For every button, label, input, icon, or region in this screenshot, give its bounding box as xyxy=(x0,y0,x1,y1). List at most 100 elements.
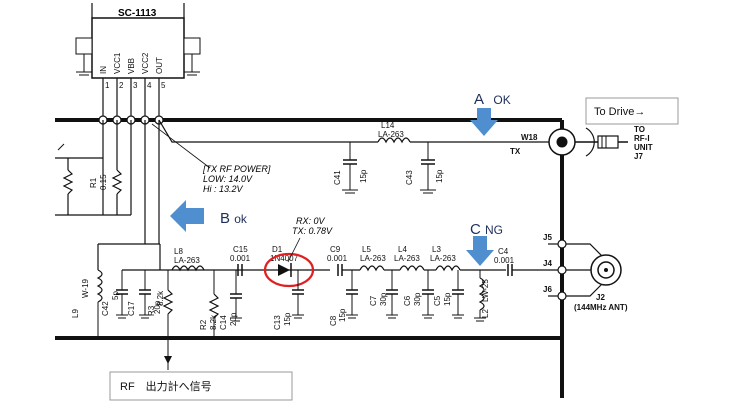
ic-pin-num-5: 5 xyxy=(161,81,166,90)
r1-value: 0.15 xyxy=(99,174,108,190)
tx-power-line2: LOW: 14.0V xyxy=(203,174,253,184)
annotation-b: B ok xyxy=(220,210,248,227)
inductor-l14 xyxy=(377,137,411,144)
shunt-cap-c5 xyxy=(452,270,464,315)
diode-note-rx: RX: 0V xyxy=(296,216,326,226)
ic-part-label: SC-1113 xyxy=(118,8,157,19)
j4-pad xyxy=(557,265,567,275)
j5-pad xyxy=(557,239,567,249)
annotation-b-letter: B xyxy=(220,210,230,227)
r3-label: R3 xyxy=(147,305,156,316)
c4-label: C4 xyxy=(498,247,509,256)
annotation-a-status: OK xyxy=(493,93,510,107)
j2-label: J2 xyxy=(596,293,605,302)
rf-meter-signal-box xyxy=(109,371,293,401)
c4-value: 0.001 xyxy=(494,256,515,265)
j4-label: J4 xyxy=(543,259,552,268)
c13-value: 15p xyxy=(283,312,292,326)
c9-label: C9 xyxy=(330,245,341,254)
shunt-cap-c7 xyxy=(386,270,398,315)
ic-right-tab xyxy=(183,37,201,55)
l5-value: LA-263 xyxy=(360,254,386,263)
diode-note-tx: TX: 0.78V xyxy=(292,226,333,236)
ic-pin-num-2: 2 xyxy=(119,81,124,90)
resistor-left xyxy=(62,169,74,195)
c9-value: 0.001 xyxy=(327,254,348,263)
c15-label: C15 xyxy=(233,245,248,254)
diode-highlight-circle xyxy=(263,252,315,288)
annotation-c: C NG xyxy=(470,221,503,238)
l8-value: LA-263 xyxy=(174,256,200,265)
l9-label: L9 xyxy=(71,309,80,318)
inductor-l9 xyxy=(96,269,103,303)
ic-pin-vbb: VBB xyxy=(127,58,136,74)
l4-value: LA-263 xyxy=(394,254,420,263)
r2-value: 8.2k xyxy=(209,314,218,330)
to-drive-text: To Drive→ xyxy=(594,106,645,118)
arrow-a xyxy=(470,108,498,136)
ic-pin-vcc2: VCC2 xyxy=(141,52,150,74)
annotation-a-letter: A xyxy=(474,91,484,108)
c15-value: 0.001 xyxy=(230,254,251,263)
ic-pin-in: IN xyxy=(99,66,108,74)
ic-pin-num-1: 1 xyxy=(105,81,110,90)
c42-label: C42 xyxy=(101,301,110,316)
ic-pin-num-3: 3 xyxy=(133,81,138,90)
c7-value: 30p xyxy=(379,292,388,306)
c17-label: C17 xyxy=(127,301,136,316)
inductor-l4 xyxy=(399,265,425,272)
annotation-b-status: ok xyxy=(234,212,248,226)
c5-value: 15p xyxy=(443,292,452,306)
antenna-label: (144MHz ANT) xyxy=(574,303,628,312)
d1-label: D1 xyxy=(272,245,283,254)
w18-label: W18 xyxy=(521,133,538,142)
c17-value: 20p xyxy=(153,300,162,314)
r2-label: R2 xyxy=(199,319,208,330)
l14-value: LA-263 xyxy=(378,130,404,139)
to-rf-label-4: J7 xyxy=(634,152,643,161)
c6-label: C6 xyxy=(403,295,412,306)
c43-label: C43 xyxy=(405,170,414,185)
c41-label: C41 xyxy=(333,170,342,185)
j6-pad xyxy=(557,291,567,301)
j6-label: J6 xyxy=(543,285,552,294)
tx-label: TX xyxy=(510,147,521,156)
arrow-c xyxy=(466,236,494,266)
inductor-l5 xyxy=(359,265,385,272)
to-rf-label-2: RF-I xyxy=(634,134,650,143)
l3-value: LA-263 xyxy=(430,254,456,263)
l2-value: LW-25 xyxy=(481,279,490,302)
to-drive-box xyxy=(585,97,679,125)
ic-pin-num-4: 4 xyxy=(147,81,152,90)
l5-label: L5 xyxy=(362,245,371,254)
r1-label: R1 xyxy=(89,177,98,188)
l3-label: L3 xyxy=(432,245,441,254)
c8-label: C8 xyxy=(329,315,338,326)
ic-left-tab xyxy=(75,37,93,55)
annotation-a: A OK xyxy=(474,91,511,108)
arrow-down-to-meter xyxy=(164,356,172,364)
r3-value: 8.2k xyxy=(156,290,165,306)
to-rf-label-1: TO xyxy=(634,125,645,134)
shunt-cap-c8 xyxy=(346,270,358,315)
c13-label: C13 xyxy=(273,315,282,330)
shunt-cap-c6 xyxy=(422,270,434,315)
c42-value: 5p xyxy=(111,291,120,300)
resistor-r2 xyxy=(208,293,220,319)
c14-label: C14 xyxy=(219,315,228,330)
c7-label: C7 xyxy=(369,295,378,306)
resistor-r3 xyxy=(162,289,174,315)
inductor-l8 xyxy=(171,265,205,272)
l4-label: L4 xyxy=(398,245,407,254)
rf-meter-signal-text: RF 出力計へ信号 xyxy=(120,379,212,393)
c14-value: 20p xyxy=(229,312,238,326)
resistor-r1 xyxy=(111,169,123,195)
inductor-l3 xyxy=(435,265,461,272)
c6-value: 30p xyxy=(413,292,422,306)
l8-label: L8 xyxy=(174,247,183,256)
d1-value: 1N4007 xyxy=(270,254,299,263)
inductor-l2 xyxy=(478,277,485,311)
arrow-b xyxy=(170,200,204,232)
c8-value: 15p xyxy=(338,308,347,322)
